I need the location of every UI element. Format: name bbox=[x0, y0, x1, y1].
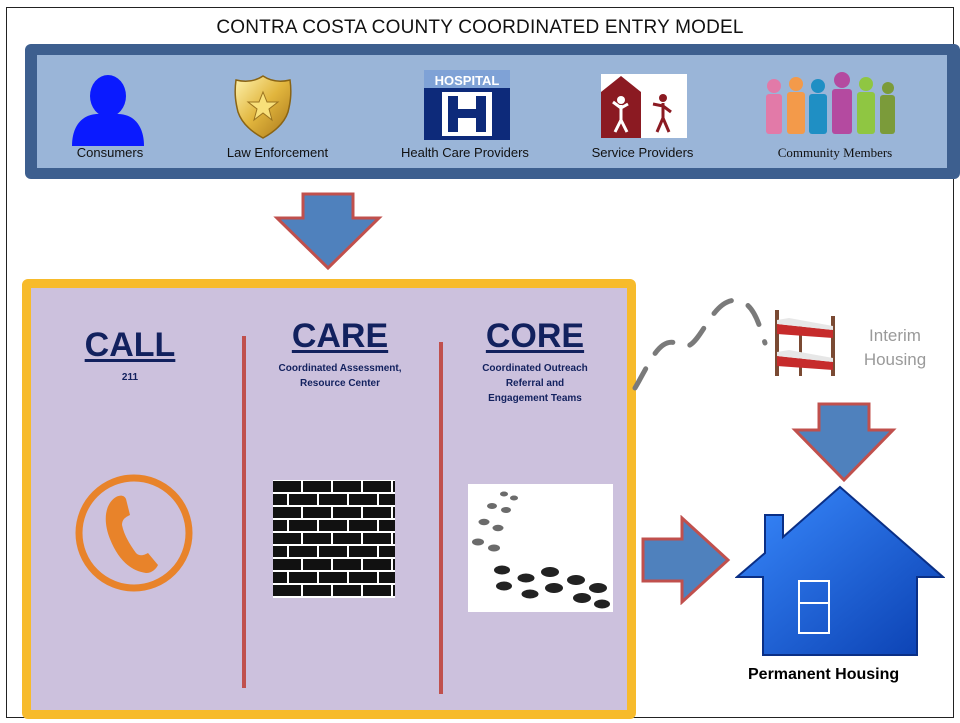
entry-label-community-members: Community Members bbox=[777, 145, 893, 160]
brick bbox=[303, 559, 331, 570]
permanent-housing-label: Permanent Housing bbox=[748, 666, 900, 683]
entry-label-service-providers: Service Providers bbox=[591, 145, 694, 160]
down-arrow-to-permanent-housing bbox=[791, 402, 897, 483]
brick bbox=[363, 507, 391, 518]
brick bbox=[379, 494, 395, 505]
core-heading: CORE bbox=[485, 317, 585, 355]
diagram-title: CONTRA COSTA COUNTY COORDINATED ENTRY MO… bbox=[216, 17, 744, 38]
brick bbox=[273, 546, 287, 557]
brick bbox=[379, 546, 395, 557]
person-icon bbox=[72, 75, 144, 146]
entry-label-consumers: Consumers bbox=[76, 145, 144, 160]
police-badge-icon bbox=[234, 75, 292, 139]
brick bbox=[333, 507, 361, 518]
brick bbox=[333, 585, 361, 596]
brick bbox=[333, 559, 361, 570]
brick bbox=[273, 559, 301, 570]
brick bbox=[363, 533, 391, 544]
entry-label-health-care: Health Care Providers bbox=[401, 145, 529, 160]
brick bbox=[289, 546, 317, 557]
brick bbox=[319, 546, 347, 557]
core-subtitle-line-3: Engagement Teams bbox=[488, 393, 582, 404]
brick bbox=[393, 533, 395, 544]
brick bbox=[349, 546, 377, 557]
brick bbox=[303, 507, 331, 518]
brick-rows bbox=[273, 481, 395, 596]
brick bbox=[273, 520, 287, 531]
house-icon bbox=[735, 485, 945, 656]
brick bbox=[273, 533, 301, 544]
brick bbox=[393, 585, 395, 596]
call-heading: CALL bbox=[84, 326, 176, 364]
brick bbox=[303, 585, 331, 596]
brick bbox=[303, 533, 331, 544]
brick bbox=[289, 572, 317, 583]
care-subtitle: Coordinated Assessment, Resource Center bbox=[255, 361, 425, 391]
brick bbox=[319, 572, 347, 583]
footprints-icon bbox=[468, 484, 613, 612]
hospital-icon: HOSPITAL bbox=[424, 70, 510, 140]
brick bbox=[319, 520, 347, 531]
svg-text:HOSPITAL: HOSPITAL bbox=[435, 73, 500, 88]
divider-care-core bbox=[439, 342, 443, 694]
brick bbox=[289, 494, 317, 505]
interim-housing-line-2: Housing bbox=[863, 350, 927, 369]
bunk-bed-icon bbox=[775, 310, 835, 376]
down-arrow-to-model bbox=[273, 192, 383, 271]
brick bbox=[273, 572, 287, 583]
entry-label-law-enforcement: Law Enforcement bbox=[226, 145, 329, 160]
brick bbox=[273, 481, 301, 492]
core-subtitle-line-2: Referral and bbox=[505, 378, 565, 389]
brick bbox=[303, 481, 331, 492]
brick bbox=[273, 585, 301, 596]
brick bbox=[273, 507, 301, 518]
brick bbox=[319, 494, 347, 505]
right-arrow-to-permanent-housing bbox=[641, 515, 731, 605]
phone-icon bbox=[75, 474, 193, 592]
brick bbox=[363, 559, 391, 570]
brick bbox=[393, 559, 395, 570]
brick bbox=[379, 520, 395, 531]
call-subtitle: 211 bbox=[121, 372, 139, 383]
brick bbox=[333, 533, 361, 544]
interim-housing-line-1: Interim bbox=[869, 326, 921, 345]
care-heading: CARE bbox=[291, 317, 389, 355]
brick bbox=[333, 481, 361, 492]
brick bbox=[349, 494, 377, 505]
brick-wall-icon bbox=[273, 480, 395, 598]
brick bbox=[379, 572, 395, 583]
brick bbox=[289, 520, 317, 531]
core-subtitle: Coordinated Outreach Referral and Engage… bbox=[455, 361, 615, 406]
path-to-interim-housing bbox=[632, 297, 768, 391]
core-subtitle-line-1: Coordinated Outreach bbox=[482, 363, 588, 374]
brick bbox=[363, 481, 391, 492]
care-subtitle-line-2: Resource Center bbox=[299, 378, 381, 389]
brick bbox=[349, 520, 377, 531]
community-people-icon bbox=[766, 72, 895, 134]
brick bbox=[393, 481, 395, 492]
divider-call-care bbox=[242, 336, 246, 688]
brick bbox=[363, 585, 391, 596]
brick bbox=[273, 494, 287, 505]
brick bbox=[349, 572, 377, 583]
brick bbox=[393, 507, 395, 518]
interim-housing-label: Interim Housing bbox=[845, 324, 945, 372]
care-subtitle-line-1: Coordinated Assessment, bbox=[278, 363, 402, 374]
service-providers-icon bbox=[601, 74, 687, 138]
